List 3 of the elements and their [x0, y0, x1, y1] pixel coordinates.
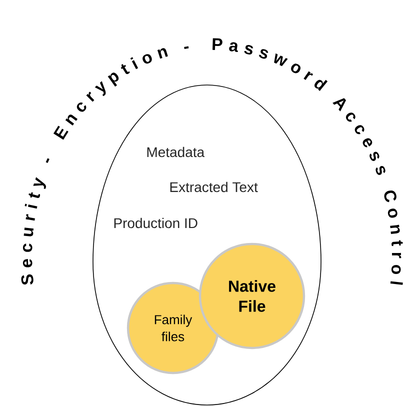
item-label: Metadata: [147, 146, 205, 158]
item-label: Production ID: [114, 218, 198, 228]
item-label: Extracted Text: [170, 182, 258, 192]
